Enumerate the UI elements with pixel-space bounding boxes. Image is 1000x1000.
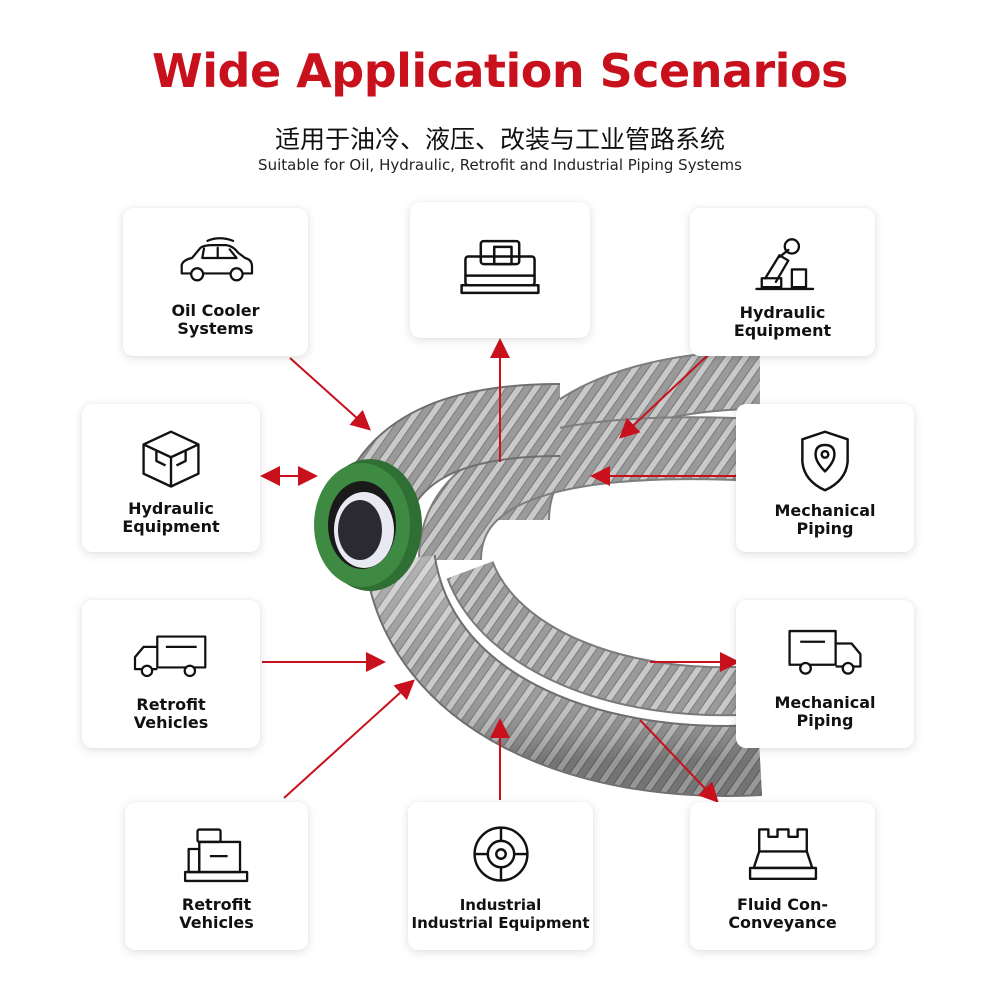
machine-icon — [460, 239, 540, 295]
card-machine — [410, 202, 590, 338]
car-icon — [180, 237, 253, 282]
cube-icon — [142, 430, 200, 488]
card-fluid-conveyance: Fluid Con-Conveyance — [690, 802, 875, 950]
fitting-icon — [748, 828, 817, 881]
truck-icon — [133, 635, 207, 678]
truck-icon — [788, 629, 862, 675]
equipment-block-icon — [183, 828, 248, 883]
subtitle-english: Suitable for Oil, Hydraulic, Retrofit an… — [258, 156, 742, 174]
robot-arm-wrench-icon — [754, 238, 814, 291]
page-title: Wide Application Scenarios — [152, 44, 848, 98]
card-label: Fluid Con-Conveyance — [728, 895, 837, 932]
target-gear-icon — [472, 826, 529, 882]
shield-pin-icon — [801, 430, 849, 492]
subtitle-chinese: 适用于油冷、液压、改装与工业管路系统 — [274, 125, 725, 154]
